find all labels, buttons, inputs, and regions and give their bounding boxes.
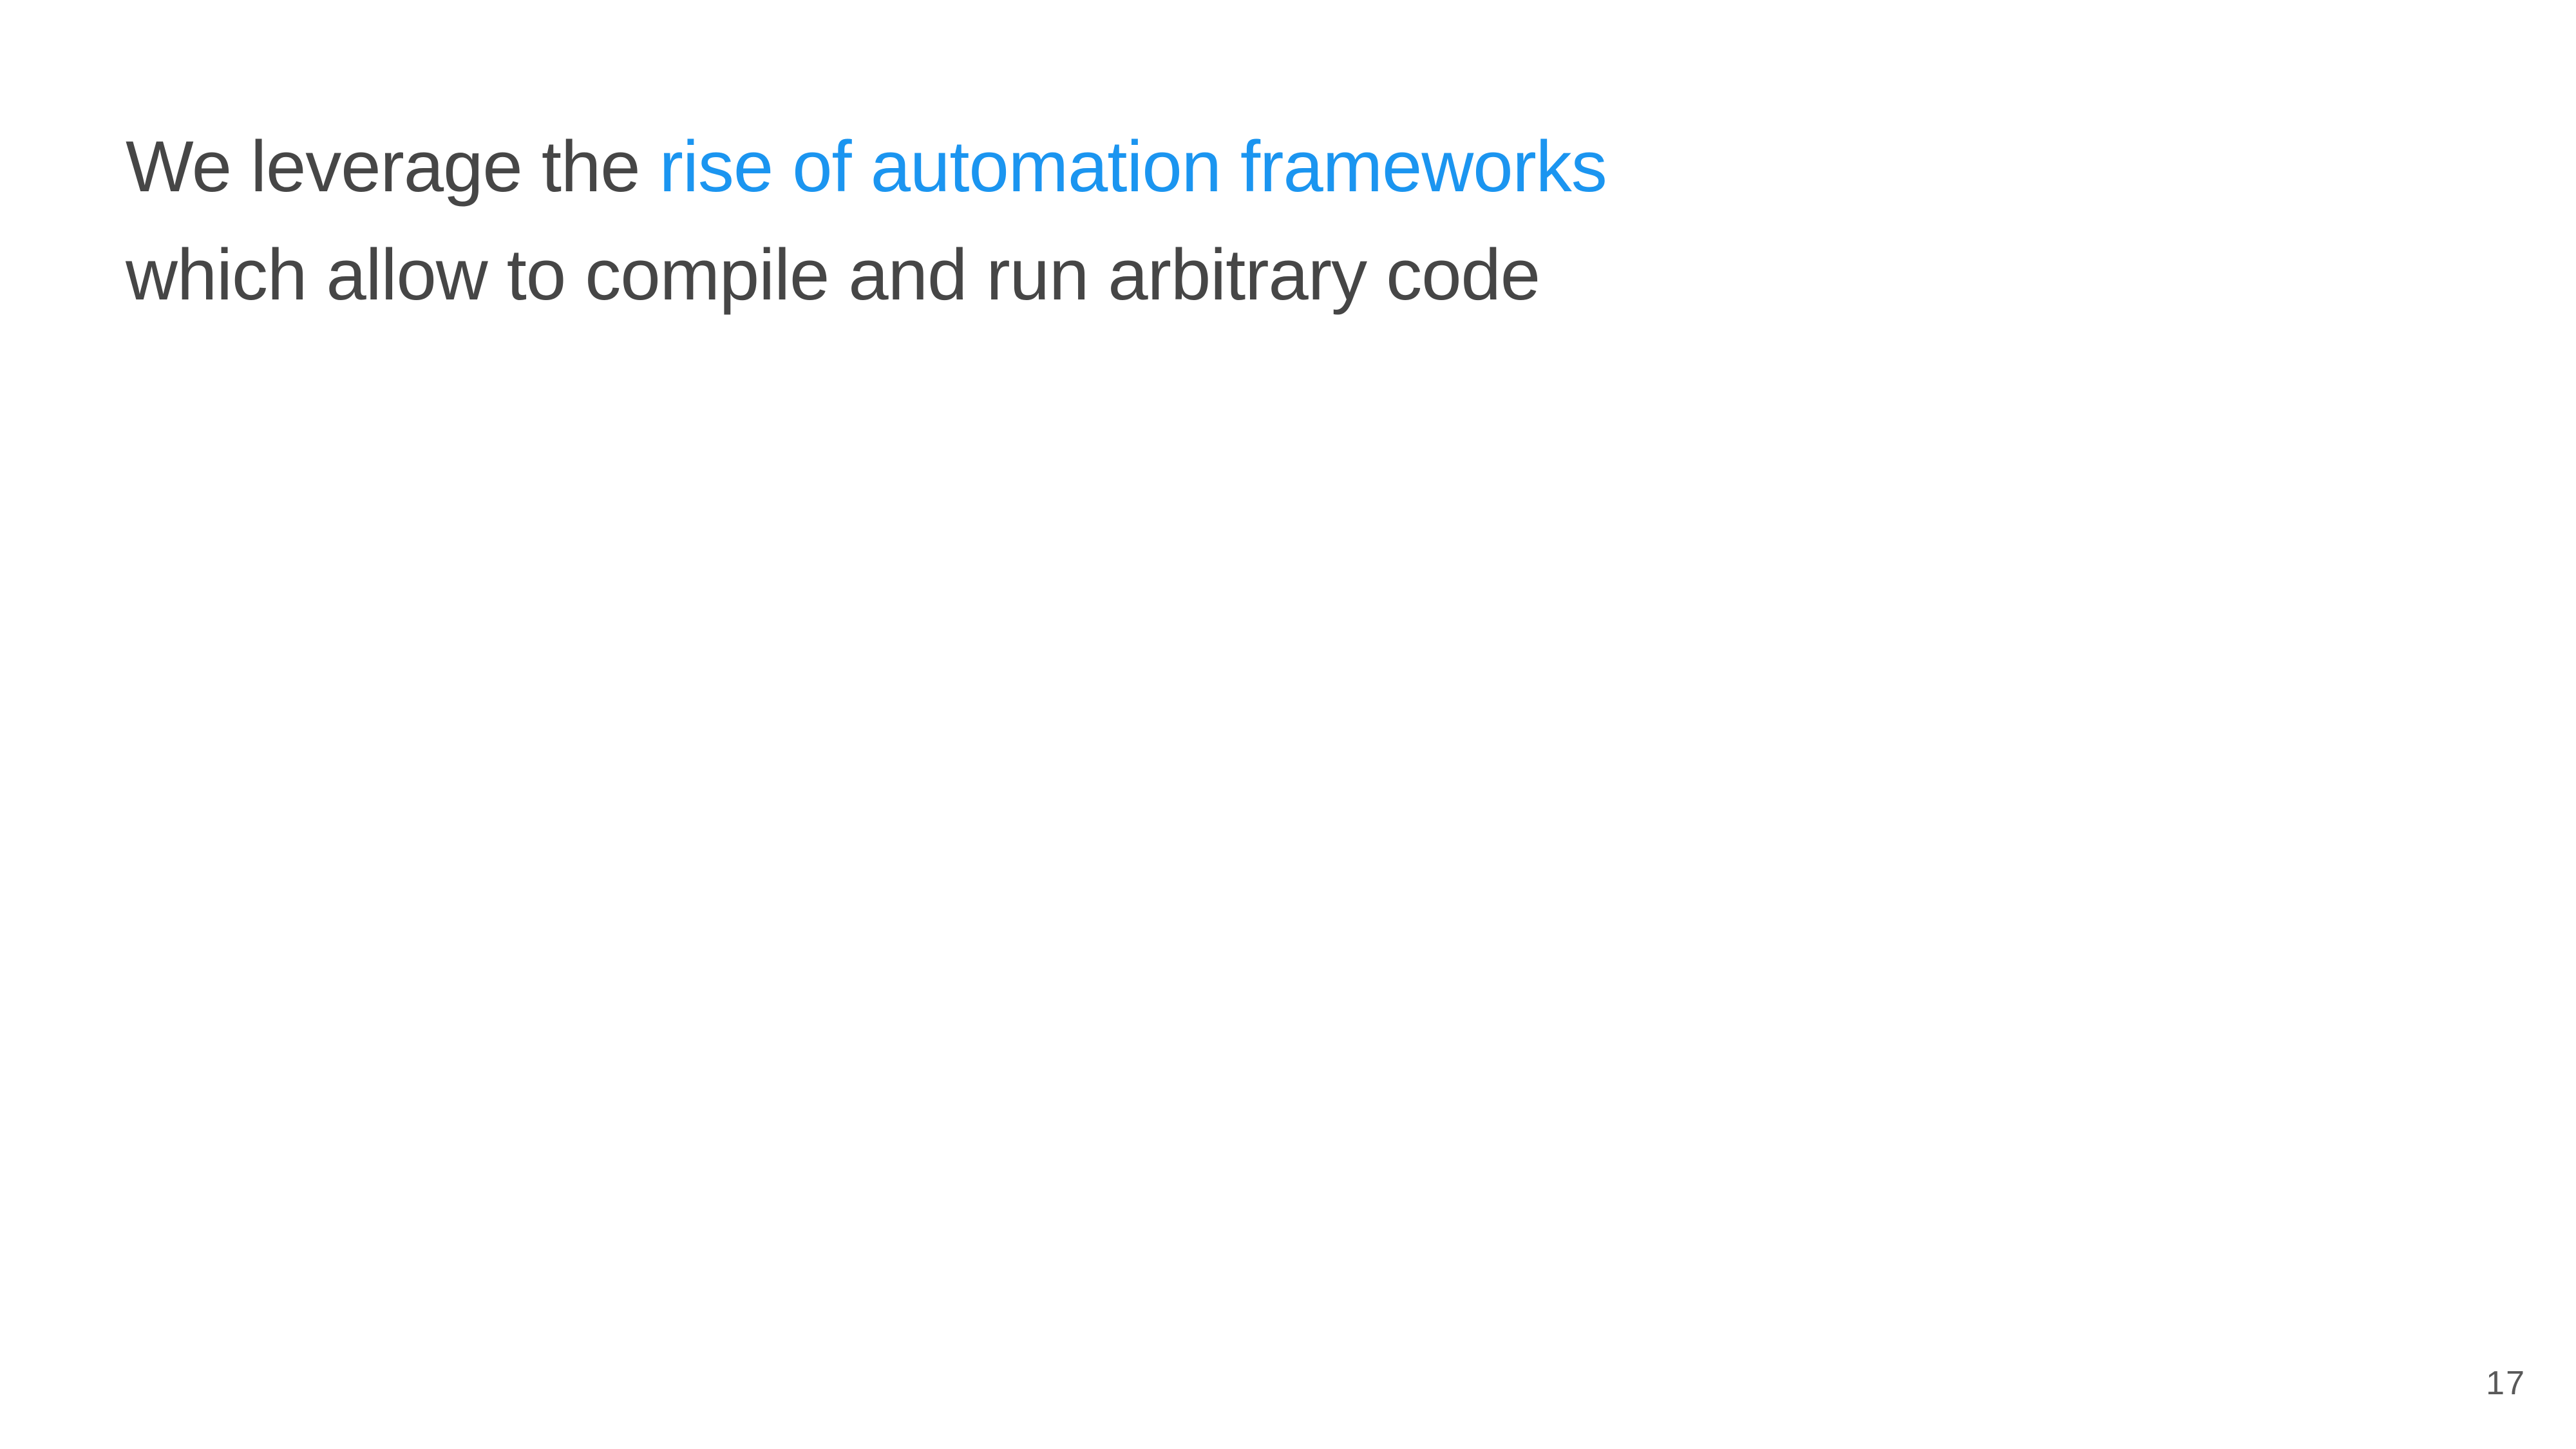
statement-line1-highlight: rise of automation frameworks (659, 126, 1607, 207)
page-number: 17 (2486, 1365, 2526, 1402)
statement-line-2: which allow to compile and run arbitrary… (126, 234, 1540, 315)
slide-statement: We leverage the rise of automation frame… (126, 113, 1607, 329)
statement-line-1: We leverage the rise of automation frame… (126, 113, 1607, 221)
statement-line1-prefix: We leverage the (126, 126, 659, 207)
